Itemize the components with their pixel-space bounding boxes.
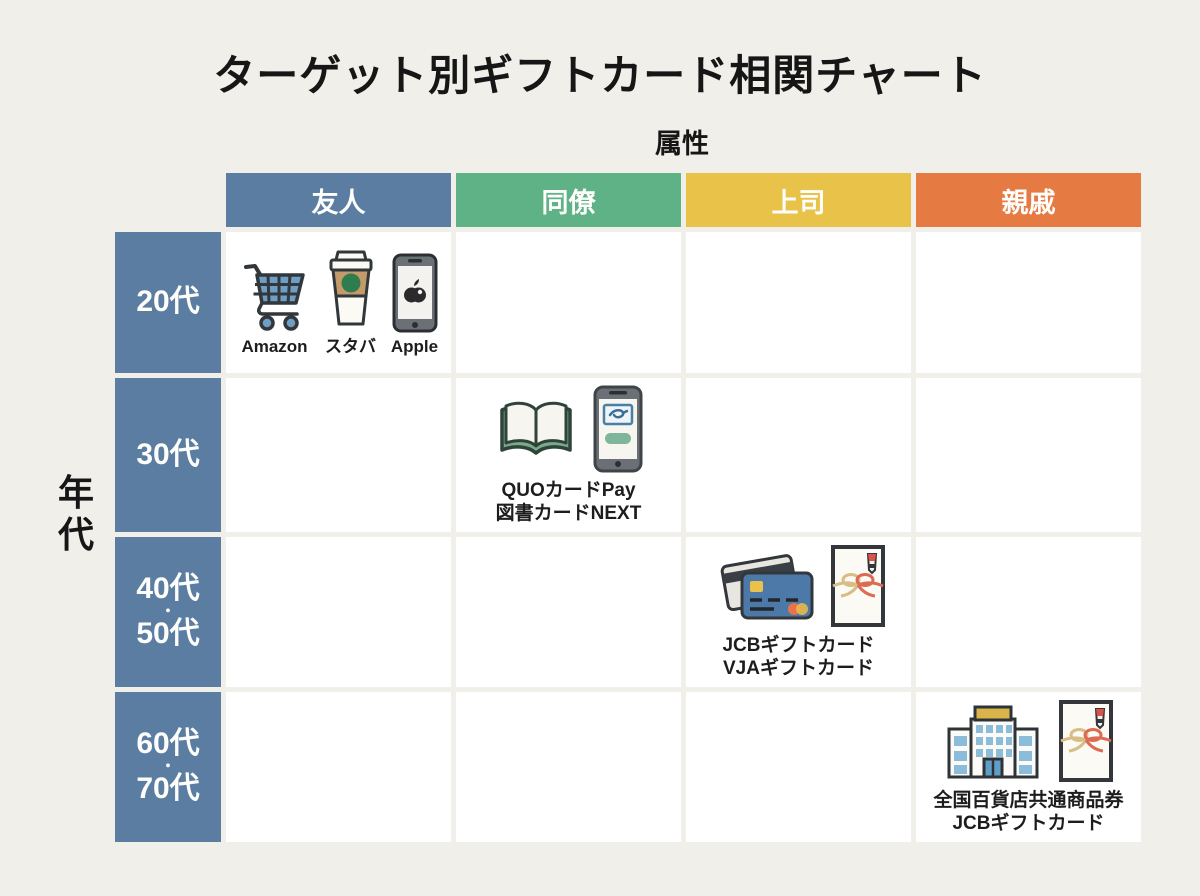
gift-card-label: QUOカードPay xyxy=(501,479,636,501)
shopping-cart-icon xyxy=(239,257,311,333)
row-header-label: 50代 xyxy=(136,617,200,651)
row-axis-char: 年 xyxy=(57,472,94,513)
smartphone-apple-icon xyxy=(391,253,439,333)
gift-card-label: 全国百貨店共通商品券 xyxy=(933,789,1124,811)
matrix-corner xyxy=(115,173,221,227)
column-header-label: 上司 xyxy=(771,187,826,218)
column-axis-label: 属性 xyxy=(655,129,709,159)
column-header-colleague: 同僚 xyxy=(456,173,681,227)
cell-20s-relatives xyxy=(916,232,1141,373)
gift-card-label: JCBギフトカード xyxy=(952,813,1105,834)
cell-30s-boss xyxy=(686,378,911,532)
row-header-30s: 30代 xyxy=(115,378,221,532)
column-header-label: 友人 xyxy=(311,187,366,218)
cell-60s70s-colleague xyxy=(456,692,681,842)
gift-card-labels: QUOカードPay 図書カードNEXT xyxy=(496,479,642,525)
credit-cards-icon xyxy=(712,551,816,621)
row-header-60s-70s: 60代 ・ 70代 xyxy=(115,692,221,842)
row-header-20s: 20代 xyxy=(115,232,221,373)
row-header-40s-50s: 40代 ・ 50代 xyxy=(115,537,221,687)
gift-card-label: 図書カードNEXT xyxy=(495,503,642,524)
column-header-label: 同僚 xyxy=(541,187,596,218)
row-axis-label: 年 代 xyxy=(52,472,100,557)
correlation-matrix: 友人 同僚 上司 親戚 20代 xyxy=(115,173,1141,842)
department-store-icon xyxy=(943,703,1043,779)
row-header-separator: ・ xyxy=(160,602,176,620)
column-header-boss: 上司 xyxy=(686,173,911,227)
page-title: ターゲット別ギフトカード相関チャート xyxy=(213,52,987,99)
cell-20s-boss xyxy=(686,232,911,373)
open-book-icon xyxy=(494,396,578,462)
gift-icons-row xyxy=(494,385,644,473)
cell-40s50s-friend xyxy=(226,537,451,687)
gift-card-labels: 全国百貨店共通商品券 JCBギフトカード xyxy=(933,789,1123,835)
cell-30s-relatives xyxy=(916,378,1141,532)
gift-item-starbucks: スタバ xyxy=(324,248,378,357)
row-axis-char: 代 xyxy=(57,514,94,556)
cell-30s-friend xyxy=(226,378,451,532)
cell-40s50s-boss: JCBギフトカード VJAギフトカード xyxy=(686,537,911,687)
gift-icons-row xyxy=(943,699,1115,783)
cell-40s50s-colleague xyxy=(456,537,681,687)
gift-card-labels: JCBギフトカード VJAギフトカード xyxy=(722,634,874,680)
gift-item-apple: Apple xyxy=(391,253,439,357)
phone-pay-icon xyxy=(592,385,644,473)
gift-icons-row xyxy=(712,544,886,628)
cell-20s-colleague xyxy=(456,232,681,373)
row-header-label: 70代 xyxy=(136,772,200,806)
cell-60s70s-relatives: 全国百貨店共通商品券 JCBギフトカード xyxy=(916,692,1141,842)
gift-item-label: スタバ xyxy=(325,337,376,356)
row-header-label: 30代 xyxy=(136,437,200,471)
row-header-label: 20代 xyxy=(136,285,200,319)
row-header-label: 40代 xyxy=(136,572,200,606)
gift-item-amazon: Amazon xyxy=(239,257,311,357)
column-header-label: 親戚 xyxy=(1001,187,1056,218)
column-header-relatives: 親戚 xyxy=(916,173,1141,227)
cell-40s50s-relatives xyxy=(916,537,1141,687)
cell-20s-friend: Amazon スタバ xyxy=(226,232,451,373)
cell-30s-colleague: QUOカードPay 図書カードNEXT xyxy=(456,378,681,532)
gift-item-label: Apple xyxy=(390,337,439,356)
gift-envelope-icon xyxy=(1057,699,1115,783)
column-header-friend: 友人 xyxy=(226,173,451,227)
gift-item-label: Amazon xyxy=(241,337,308,356)
gift-items-row: Amazon スタバ xyxy=(239,248,439,357)
coffee-cup-icon xyxy=(324,248,378,328)
gift-card-label: VJAギフトカード xyxy=(723,658,874,679)
cell-60s70s-boss xyxy=(686,692,911,842)
row-header-label: 60代 xyxy=(136,727,200,761)
cell-60s70s-friend xyxy=(226,692,451,842)
row-header-separator: ・ xyxy=(160,757,176,775)
gift-envelope-icon xyxy=(830,544,886,628)
gift-card-label: JCBギフトカード xyxy=(722,634,875,656)
